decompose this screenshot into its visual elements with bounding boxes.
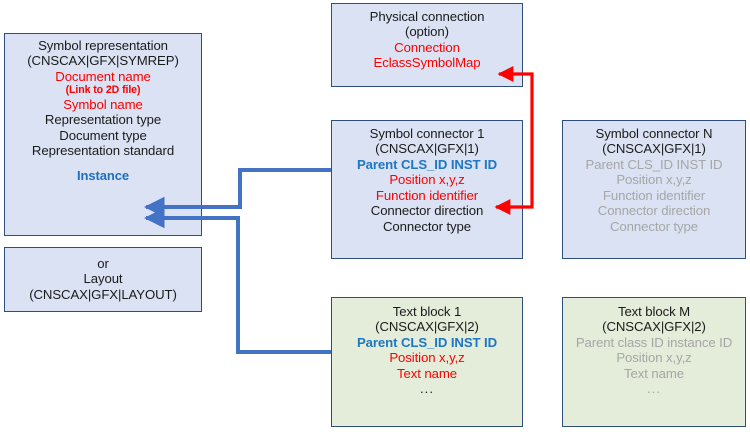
- attribute-position-xyz: Position x,y,z: [616, 172, 692, 188]
- text-block-m-class-code: (CNSCAX|GFX|2): [602, 319, 706, 335]
- attribute-position-xyz: Position x,y,z: [389, 172, 465, 188]
- attribute-representation-type: Representation type: [44, 112, 162, 128]
- layout-or-label: or: [97, 256, 109, 271]
- text-block-1-title: Text block 1: [392, 304, 462, 319]
- attribute-connector-direction: Connector direction: [370, 203, 484, 219]
- attribute-connector-type: Connector type: [382, 218, 472, 234]
- attribute-document-type: Document type: [59, 127, 147, 143]
- box-physical-connection[interactable]: Physical connection (option) Connection …: [331, 3, 523, 87]
- box-symbol-connector-n[interactable]: Symbol connector N (CNSCAX|GFX|1) Parent…: [562, 120, 746, 259]
- attribute-position-xyz: Position x,y,z: [389, 350, 465, 366]
- attribute-connection: Connection: [394, 39, 460, 55]
- symbol-connector-1-class-code: (CNSCAX|GFX|1): [375, 141, 479, 157]
- attribute-ellipsis: ...: [420, 381, 434, 397]
- symbol-connector-n-title: Symbol connector N: [595, 126, 713, 141]
- text-block-1-class-code: (CNSCAX|GFX|2): [375, 319, 479, 335]
- attribute-function-identifier: Function identifier: [602, 187, 706, 203]
- box-text-block-m[interactable]: Text block M (CNSCAX|GFX|2) Parent class…: [562, 297, 746, 427]
- physical-connection-option: (option): [405, 24, 449, 40]
- attribute-parent-class-id-instance-id: Parent class ID instance ID: [575, 334, 733, 350]
- box-class-code: (CNSCAX|GFX|SYMREP): [27, 53, 179, 69]
- symbol-connector-1-title: Symbol connector 1: [369, 126, 485, 141]
- attribute-connector-type: Connector type: [609, 218, 699, 234]
- text-block-m-title: Text block M: [617, 304, 691, 319]
- attribute-connector-direction: Connector direction: [597, 203, 711, 219]
- box-title: Symbol representation: [38, 38, 168, 53]
- attribute-parent-cls-id-inst-id: Parent CLS_ID INST ID: [356, 334, 498, 350]
- attribute-representation-standard: Representation standard: [31, 143, 175, 159]
- attribute-text-name: Text name: [624, 365, 684, 381]
- attribute-parent-cls-id-inst-id: Parent CLS_ID INST ID: [585, 156, 723, 172]
- attribute-symbol-name: Symbol name: [63, 96, 143, 112]
- layout-class-code: (CNSCAX|GFX|LAYOUT): [29, 286, 177, 302]
- attribute-function-identifier: Function identifier: [375, 187, 479, 203]
- attribute-parent-cls-id-inst-id: Parent CLS_ID INST ID: [356, 156, 498, 172]
- box-layout[interactable]: or Layout (CNSCAX|GFX|LAYOUT): [4, 247, 202, 312]
- symbol-connector-n-class-code: (CNSCAX|GFX|1): [602, 141, 706, 157]
- box-symbol-representation[interactable]: Symbol representation (CNSCAX|GFX|SYMREP…: [4, 33, 202, 236]
- attribute-eclass-symbol-map: EclassSymbolMap: [373, 55, 481, 71]
- attribute-document-name: Document name: [55, 68, 151, 84]
- attribute-instance: Instance: [77, 168, 129, 184]
- box-text-block-1[interactable]: Text block 1 (CNSCAX|GFX|2) Parent CLS_I…: [331, 297, 523, 427]
- attribute-position-xyz: Position x,y,z: [616, 350, 692, 366]
- box-symbol-connector-1[interactable]: Symbol connector 1 (CNSCAX|GFX|1) Parent…: [331, 120, 523, 259]
- attribute-document-name-note: (Link to 2D file): [65, 84, 141, 97]
- layout-title: Layout: [83, 271, 123, 287]
- physical-connection-title: Physical connection: [369, 9, 485, 24]
- attribute-text-name: Text name: [397, 365, 457, 381]
- attribute-ellipsis: ...: [647, 381, 661, 397]
